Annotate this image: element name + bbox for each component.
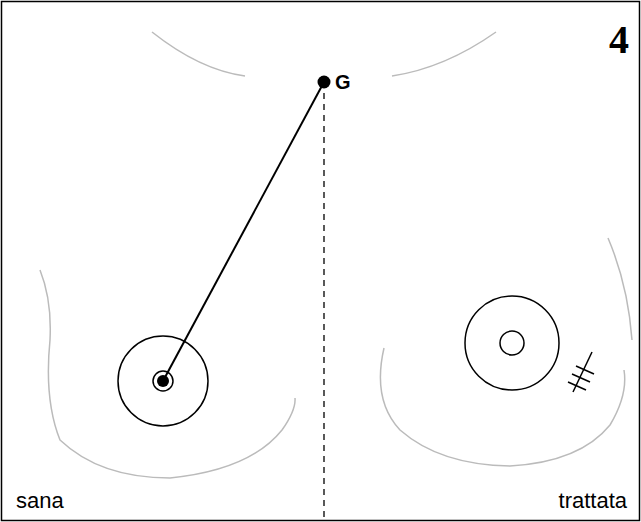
areola-left bbox=[118, 336, 208, 426]
nipple-dot bbox=[157, 375, 169, 387]
breast-outline-right bbox=[380, 348, 624, 466]
areola-right bbox=[465, 296, 559, 390]
point-label: G bbox=[335, 72, 351, 92]
figure-number: 4 bbox=[609, 20, 629, 60]
clavicle-right bbox=[392, 32, 496, 76]
point-g bbox=[318, 76, 331, 89]
midline bbox=[323, 82, 324, 522]
clavicle-left bbox=[152, 32, 245, 76]
nipple-left bbox=[153, 371, 173, 391]
side-label: sana bbox=[16, 490, 64, 512]
side-label: trattata bbox=[559, 490, 627, 512]
measure-line bbox=[163, 82, 324, 381]
nipple-right bbox=[500, 331, 524, 355]
scar-symbol bbox=[568, 352, 594, 392]
body-outline-right bbox=[608, 238, 632, 340]
